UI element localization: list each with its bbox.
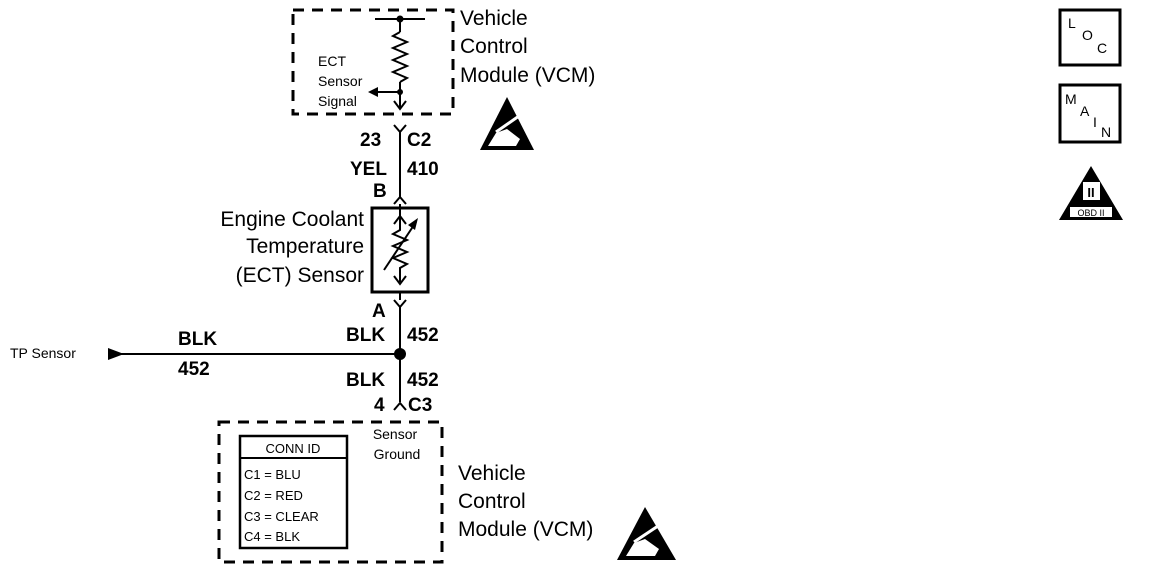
wire-mid-color: BLK bbox=[346, 325, 385, 346]
sensor-label-1: Engine Coolant bbox=[220, 208, 364, 231]
svg-text:OBD II: OBD II bbox=[1077, 208, 1104, 218]
connector-c2-symbol bbox=[393, 124, 407, 134]
svg-text:N: N bbox=[1101, 124, 1111, 140]
sensor-ground-label-1: Sensor bbox=[373, 426, 418, 442]
svg-text:I: I bbox=[1093, 114, 1097, 130]
svg-text:II: II bbox=[1087, 185, 1094, 200]
loc-icon[interactable]: L O C bbox=[1058, 8, 1122, 67]
svg-text:L: L bbox=[1068, 15, 1076, 31]
tp-sensor-arrow bbox=[108, 348, 124, 360]
wire-lower-circuit: 452 bbox=[407, 370, 439, 391]
connector-c3-pin: 4 bbox=[374, 395, 385, 416]
branch-color: BLK bbox=[178, 329, 217, 350]
conn-id-row: C2 = RED bbox=[244, 488, 303, 503]
upper-module-label-1: Vehicle bbox=[460, 7, 528, 30]
upper-module-box bbox=[291, 8, 455, 116]
signal-arrow bbox=[368, 87, 378, 97]
sensor-label-3: (ECT) Sensor bbox=[236, 264, 364, 287]
lower-module-label-3: Module (VCM) bbox=[458, 518, 593, 541]
connector-c2-pin: 23 bbox=[360, 130, 381, 151]
obd-ii-icon[interactable]: II OBD II bbox=[1059, 166, 1123, 220]
conn-id-table: CONN ID C1 = BLU C2 = RED C3 = CLEAR C4 … bbox=[238, 434, 349, 550]
conn-id-row: C4 = BLK bbox=[244, 529, 300, 544]
svg-text:M: M bbox=[1065, 91, 1077, 107]
ect-signal-label-1: ECT bbox=[318, 53, 346, 69]
connector-c3-symbol bbox=[393, 401, 407, 411]
sensor-label-2: Temperature bbox=[246, 235, 364, 258]
svg-text:O: O bbox=[1082, 27, 1093, 43]
tp-sensor-label: TP Sensor bbox=[10, 345, 76, 361]
wire-lower-color: BLK bbox=[346, 370, 385, 391]
connector-c2-id: C2 bbox=[407, 130, 431, 151]
pullup-resistor bbox=[390, 31, 410, 83]
svg-text:C: C bbox=[1097, 40, 1107, 56]
conn-id-row: C3 = CLEAR bbox=[244, 509, 319, 524]
svg-text:A: A bbox=[1080, 103, 1090, 119]
lower-module-box bbox=[217, 420, 444, 564]
thermistor-arrow bbox=[383, 221, 417, 271]
wire-410-color: YEL bbox=[350, 159, 387, 180]
ect-signal-label-3: Signal bbox=[318, 93, 357, 109]
connector-c3-id: C3 bbox=[408, 395, 432, 416]
upper-module-label-2: Control bbox=[460, 35, 528, 58]
sensor-ground-label-2: Ground bbox=[374, 446, 421, 462]
ect-signal-label-2: Sensor bbox=[318, 73, 363, 89]
esd-warning-icon bbox=[617, 507, 676, 560]
main-icon[interactable]: M A I N bbox=[1058, 83, 1122, 144]
wire-410-circuit: 410 bbox=[407, 159, 439, 180]
conn-id-row: C1 = BLU bbox=[244, 467, 301, 482]
conn-id-title: CONN ID bbox=[266, 441, 321, 456]
lower-module-label-1: Vehicle bbox=[458, 462, 526, 485]
esd-warning-icon bbox=[480, 97, 534, 150]
thermistor-symbol bbox=[390, 220, 410, 282]
branch-circuit: 452 bbox=[178, 359, 210, 380]
sensor-pin-a: A bbox=[372, 301, 386, 322]
lower-module-label-2: Control bbox=[458, 490, 526, 513]
upper-module-label-3: Module (VCM) bbox=[460, 64, 595, 87]
wire-mid-circuit: 452 bbox=[407, 325, 439, 346]
sensor-pin-b: B bbox=[373, 181, 387, 202]
